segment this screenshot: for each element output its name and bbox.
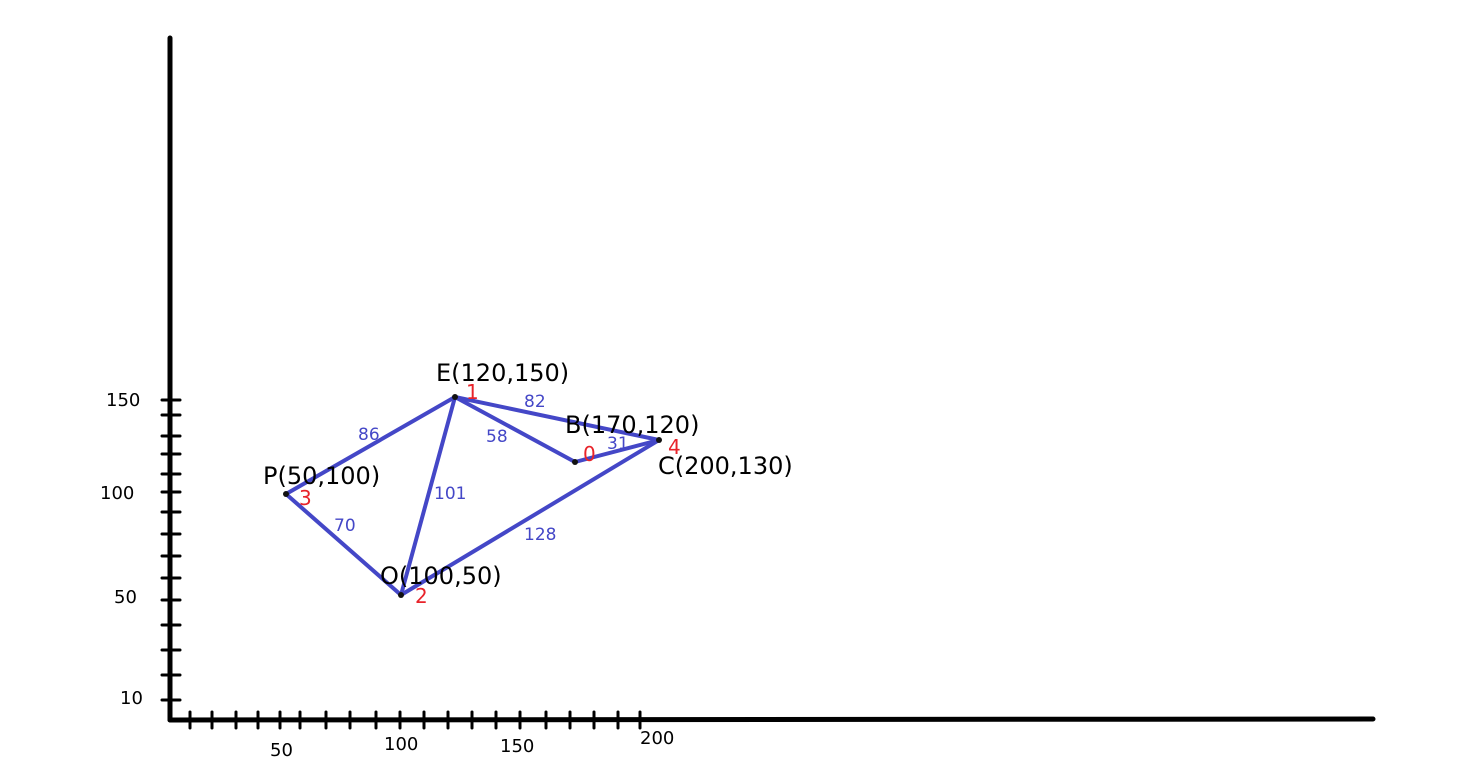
edge-weight-label: 82	[524, 392, 546, 412]
point-label-e: E(120,150)	[436, 359, 569, 387]
point-label-p: P(50,100)	[263, 462, 380, 490]
vertex-index-label-c: 4	[668, 435, 681, 459]
x-tick-label: 150	[500, 736, 534, 757]
graph-vertices	[283, 394, 662, 598]
vertex-index-label-p: 3	[299, 486, 312, 510]
edge-weight-label: 70	[334, 516, 356, 536]
point-label-c: C(200,130)	[658, 452, 793, 480]
vertex-o	[398, 592, 404, 598]
axis-ticks	[160, 398, 642, 730]
axes	[167, 35, 1376, 723]
edge-p-e	[284, 395, 457, 496]
graph-edges	[284, 395, 661, 597]
edge-weight-label: 31	[607, 434, 629, 454]
edge-weight-label: 86	[358, 425, 380, 445]
point-label-b: B(170,120)	[565, 411, 699, 439]
edge-e-c	[453, 395, 661, 442]
y-tick-label: 10	[120, 688, 143, 709]
edge-weight-label: 128	[524, 525, 556, 545]
x-axis	[167, 716, 1376, 723]
vertex-index-label-e: 1	[466, 380, 479, 404]
edge-p-o	[284, 492, 403, 597]
y-tick-label: 100	[100, 483, 134, 504]
point-label-o: O(100,50)	[380, 562, 502, 590]
x-tick-label: 200	[640, 728, 674, 749]
x-tick-label: 50	[270, 740, 293, 761]
vertex-c	[656, 437, 662, 443]
edge-e-o	[399, 395, 457, 597]
vertex-b	[572, 459, 578, 465]
x-tick-label: 100	[384, 734, 418, 755]
edge-o-c	[399, 438, 661, 597]
edge-weight-label: 58	[486, 427, 508, 447]
edge-b-c	[573, 438, 661, 464]
vertex-p	[283, 491, 289, 497]
edge-weight-label: 101	[434, 484, 466, 504]
y-tick-label: 150	[106, 390, 140, 411]
vertex-index-label-o: 2	[415, 584, 428, 608]
graph-labels: 86 82 58 31 101 70 128 E(120,150)1B(170,120) 0 C(…	[263, 359, 793, 608]
y-tick-label: 50	[114, 587, 137, 608]
vertex-index-label-b: 0	[583, 442, 596, 466]
axis-tick-labels: 150 100 50 10 50 100 150 200	[100, 390, 674, 761]
edge-e-b	[453, 395, 577, 464]
vertex-e	[452, 394, 458, 400]
